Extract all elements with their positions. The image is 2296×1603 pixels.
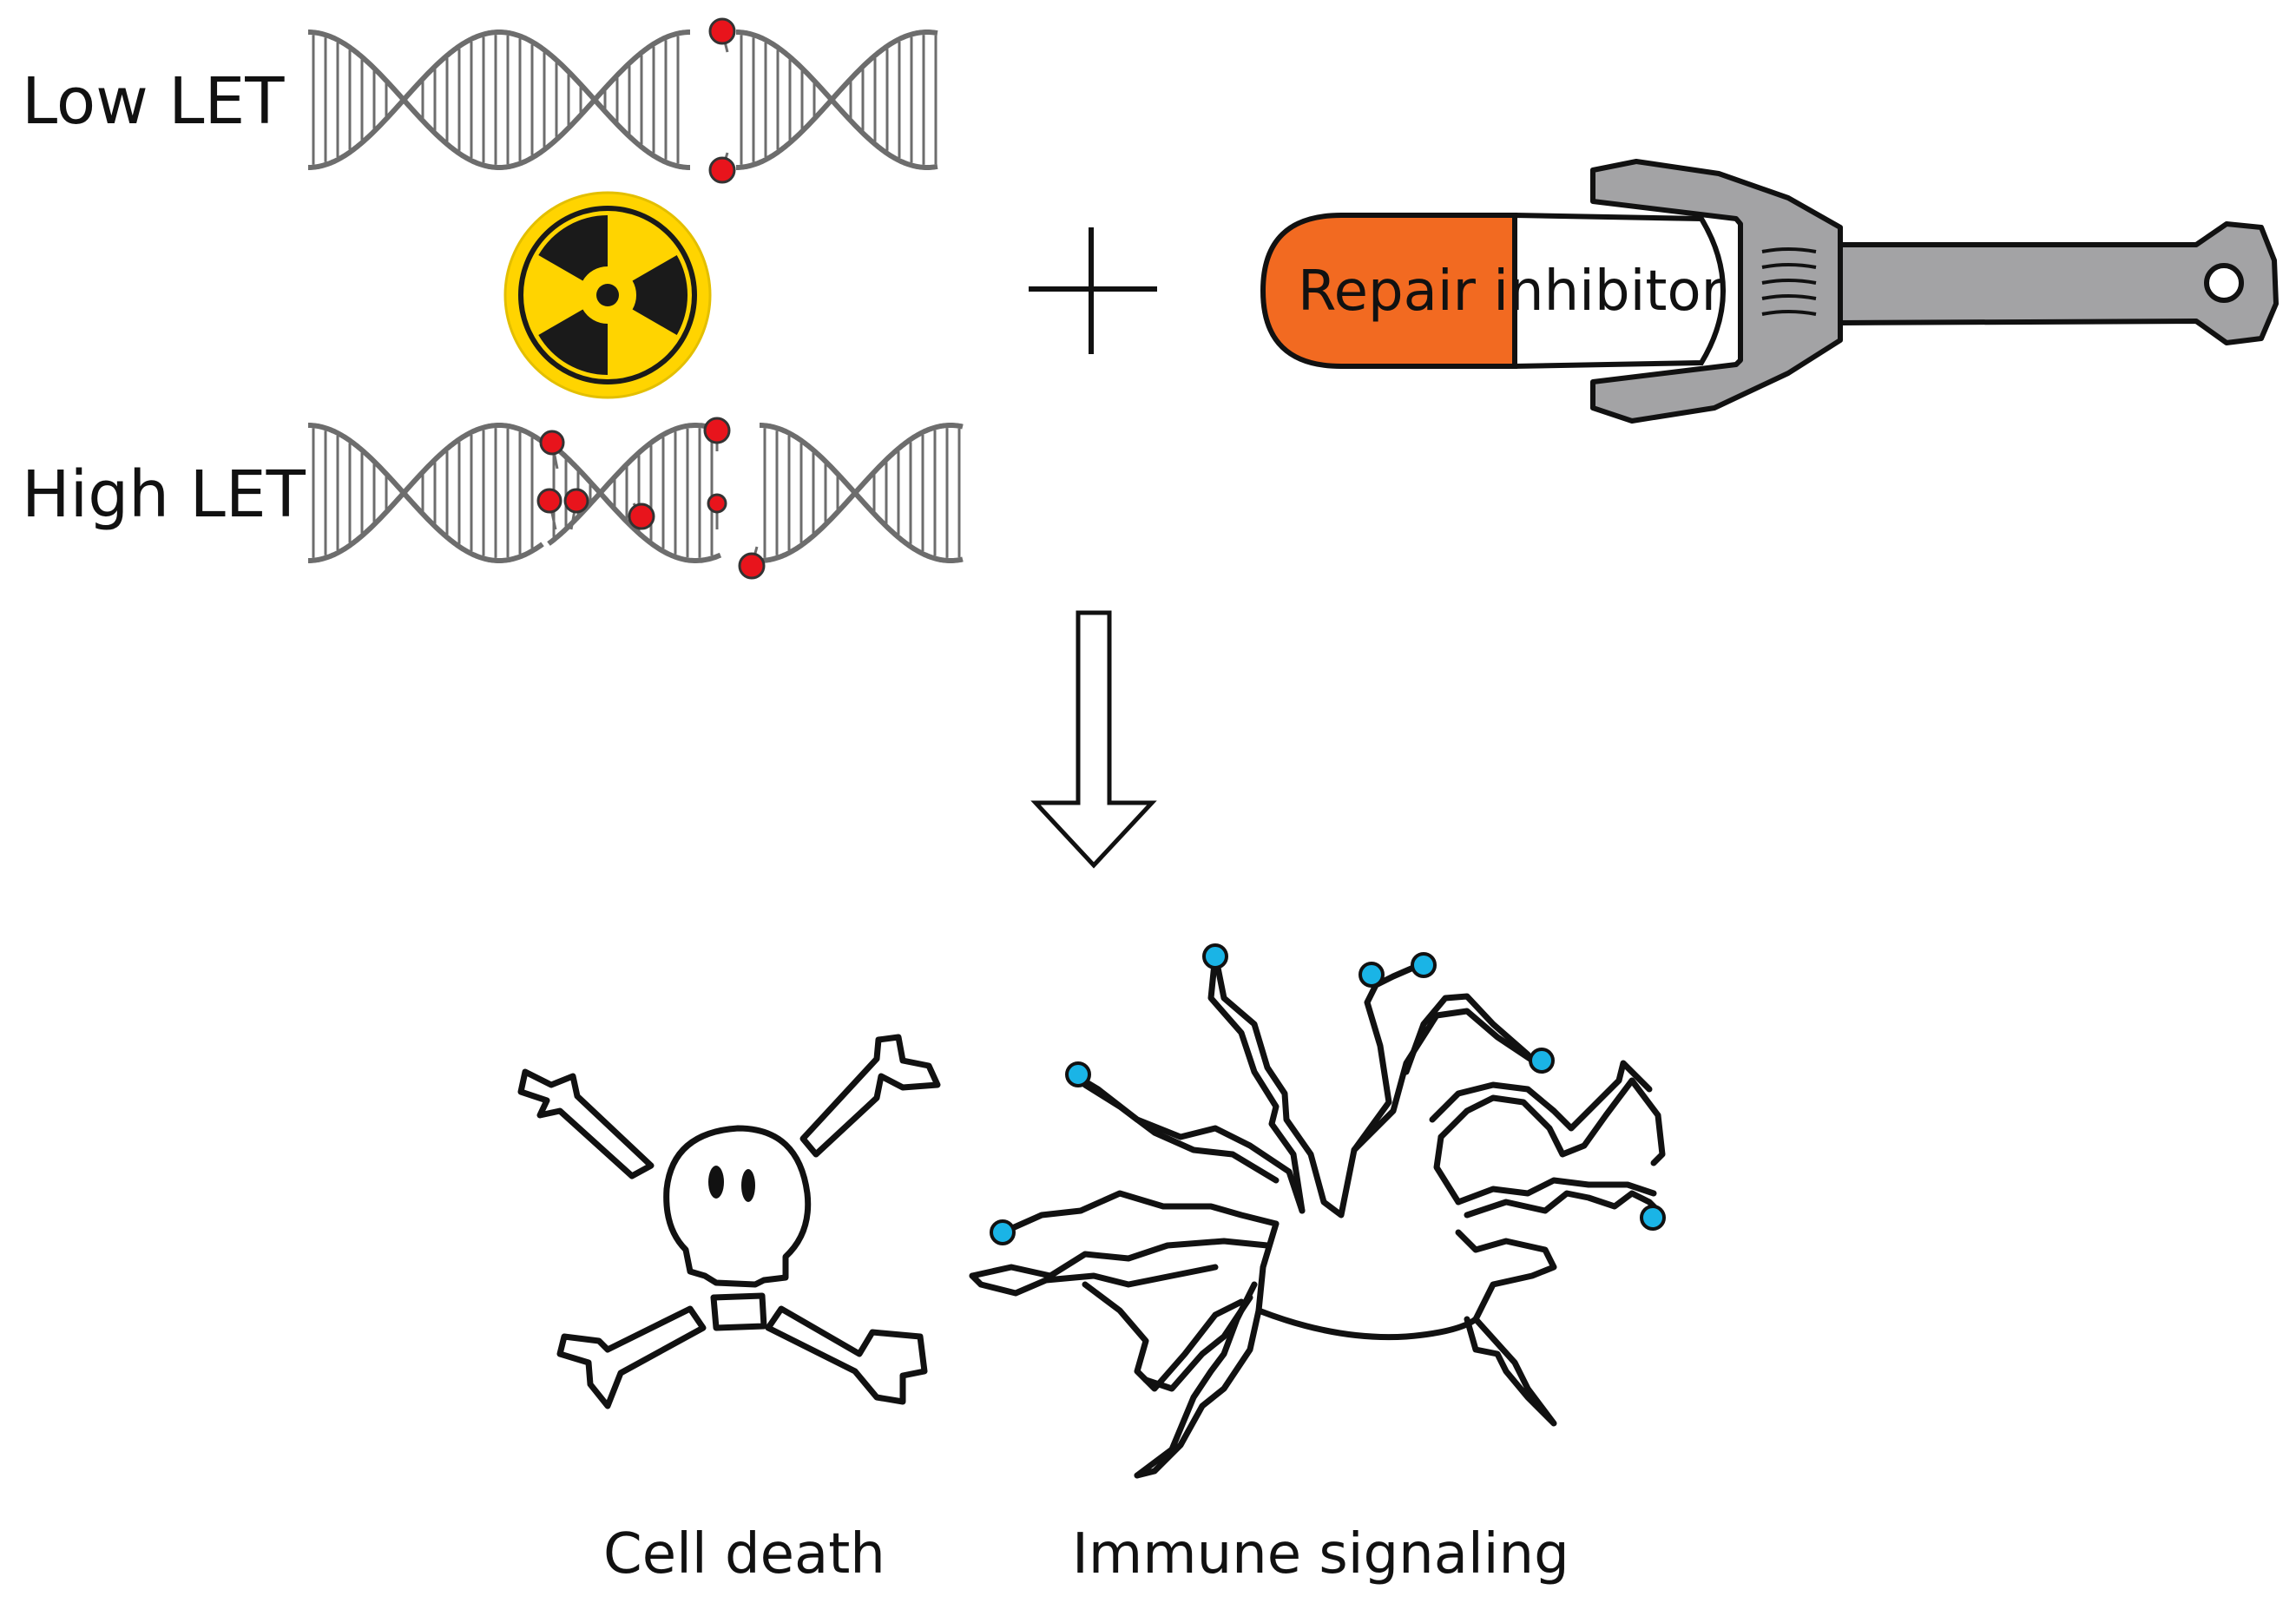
dendritic-cell-icon — [969, 951, 1666, 1479]
high-let-damage-dots — [536, 417, 766, 580]
immune-signaling-label: Immune signaling — [1072, 1522, 1569, 1587]
dna-low-let-icon — [308, 30, 938, 170]
radiation-hazard-icon — [503, 191, 712, 399]
repair-inhibitor-label: Repair inhibitor — [1298, 260, 1725, 324]
low-let-label: Low LET — [22, 64, 285, 139]
skull-crossbones-icon — [517, 1034, 941, 1409]
low-let-damage-dots — [708, 17, 736, 184]
immune-signal-dots — [990, 943, 1666, 1245]
repair-inhibitor-pill — [1260, 212, 1726, 370]
dna-high-let-icon — [308, 423, 964, 563]
plus-icon — [1029, 227, 1157, 354]
wrench-icon — [1590, 159, 2279, 424]
cell-death-label: Cell death — [603, 1522, 885, 1587]
arrow-down-icon — [1030, 610, 1157, 869]
high-let-label: High LET — [22, 457, 306, 532]
